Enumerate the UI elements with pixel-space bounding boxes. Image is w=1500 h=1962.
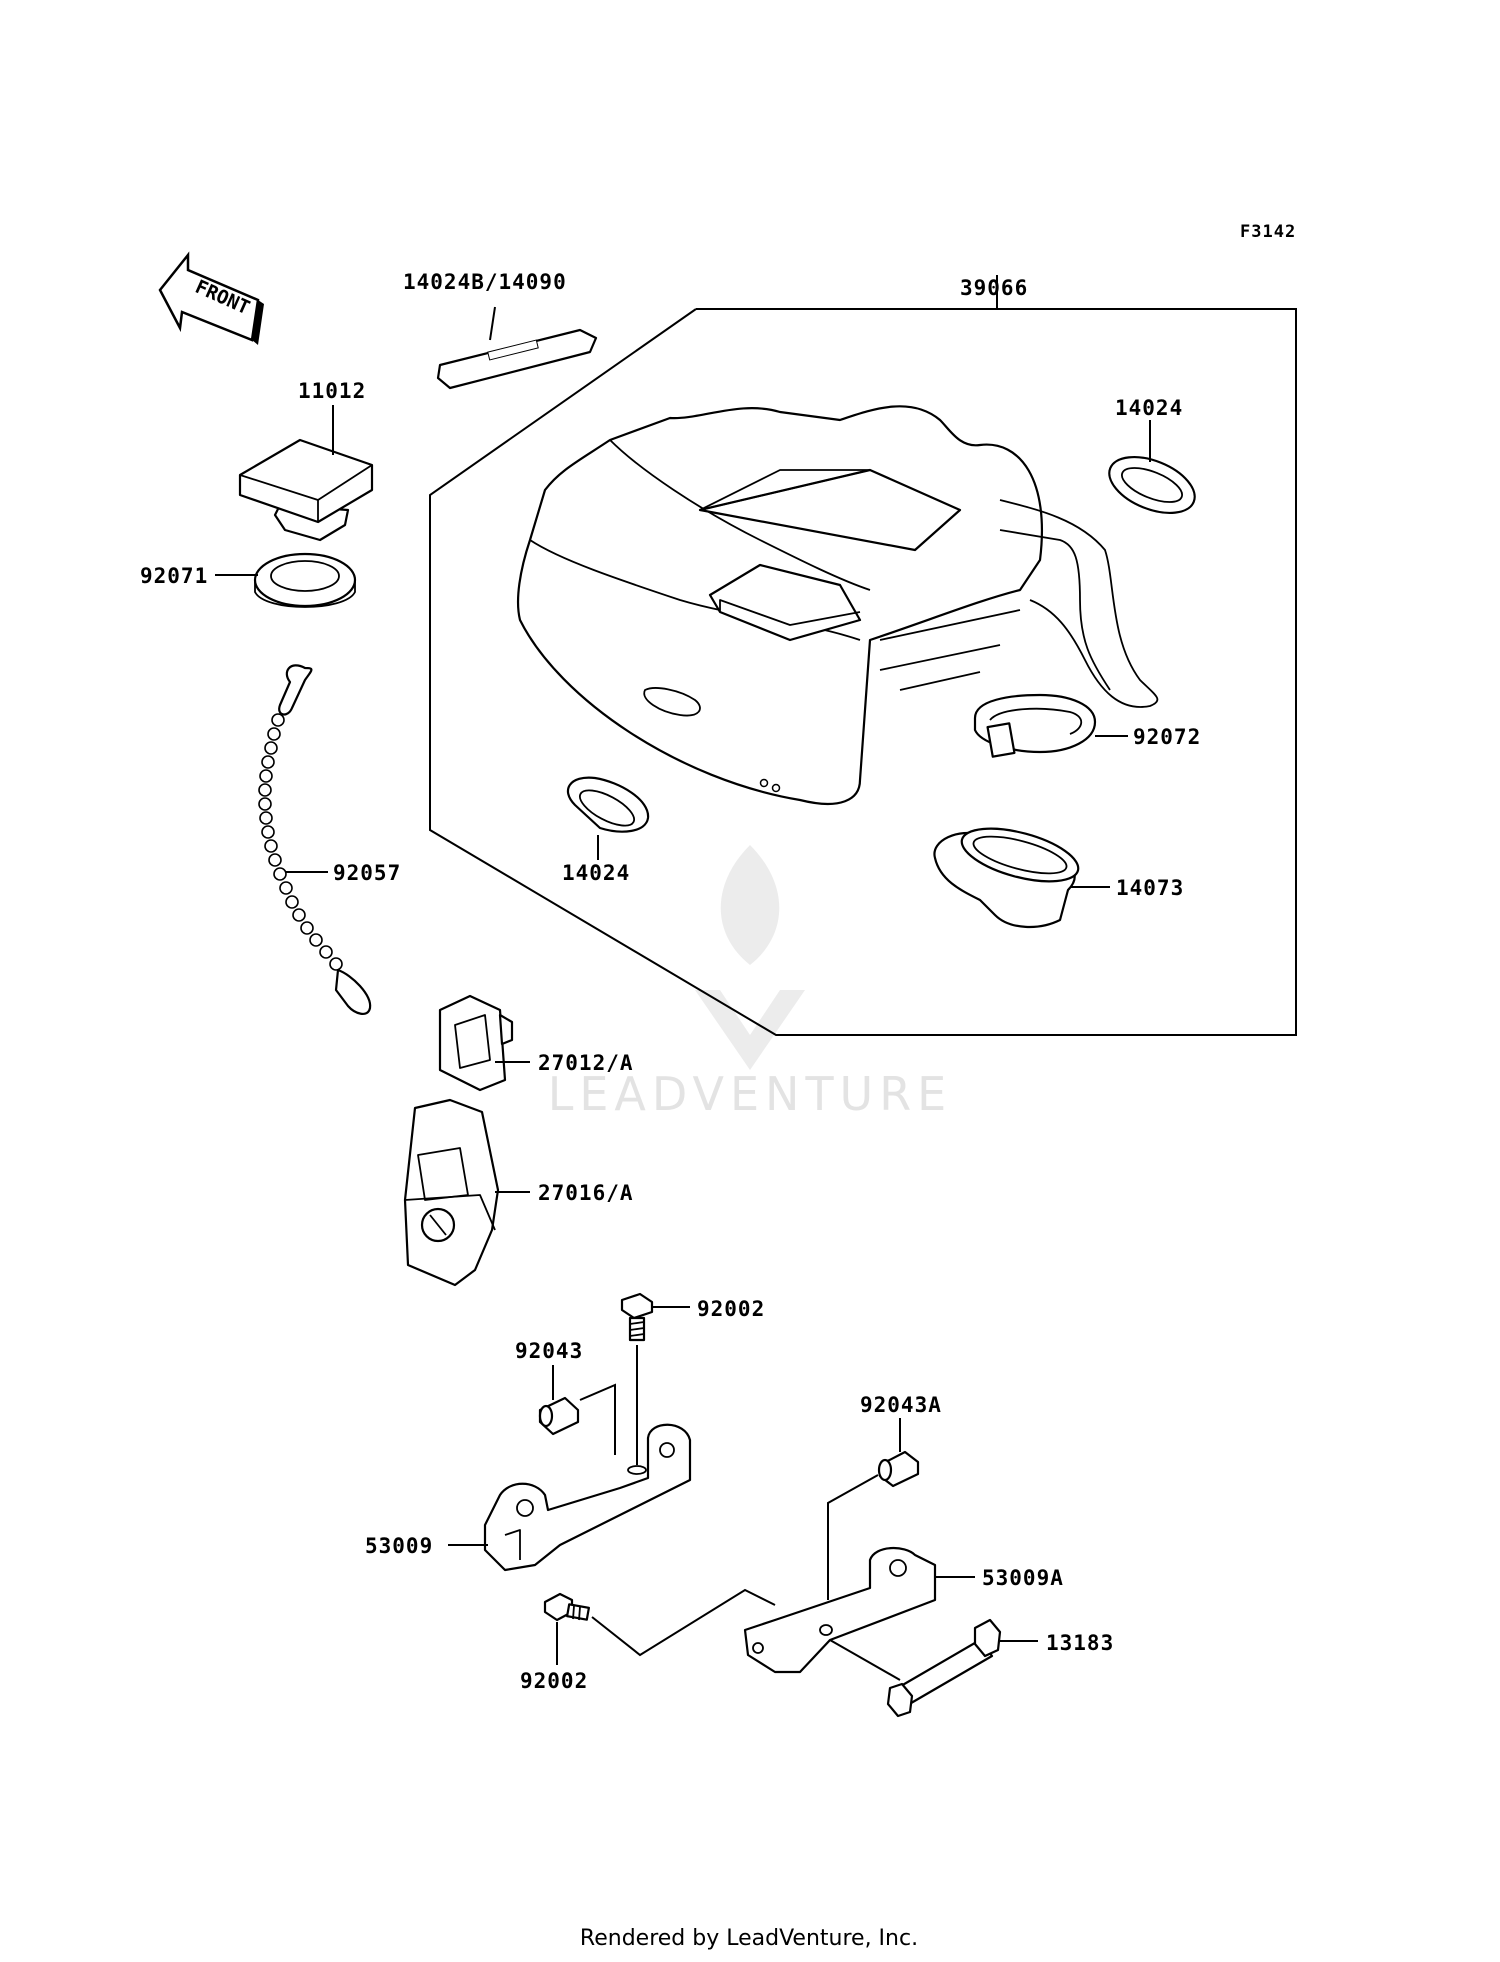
decal-part bbox=[436, 328, 598, 390]
band-clamp-part bbox=[973, 693, 1097, 758]
label-92071: 92071 bbox=[140, 564, 208, 588]
main-cover-part bbox=[516, 405, 1159, 805]
long-bolt-part bbox=[886, 1618, 1002, 1718]
duct-part bbox=[933, 827, 1080, 929]
footer-credit: Rendered by LeadVenture, Inc. bbox=[580, 1926, 918, 1951]
label-92002-upper: 92002 bbox=[697, 1297, 765, 1321]
front-arrow-icon: FRONT bbox=[158, 251, 264, 345]
label-92072: 92072 bbox=[1133, 725, 1201, 749]
label-11012: 11012 bbox=[298, 379, 366, 403]
label-13183: 13183 bbox=[1046, 1631, 1114, 1655]
label-14024B-14090: 14024B/14090 bbox=[403, 270, 567, 294]
switch-part bbox=[438, 994, 514, 1092]
label-92057: 92057 bbox=[333, 861, 401, 885]
cap-part bbox=[238, 438, 374, 542]
label-27012A: 27012/A bbox=[538, 1051, 634, 1075]
label-92043: 92043 bbox=[515, 1339, 583, 1363]
label-92043A: 92043A bbox=[860, 1393, 942, 1417]
label-14024-upper: 14024 bbox=[1115, 396, 1183, 420]
bolt-lower-part bbox=[543, 1592, 590, 1622]
watermark: LEADVENTURE bbox=[548, 845, 953, 1121]
bolt-upper-part bbox=[620, 1292, 654, 1342]
switch-housing-part bbox=[403, 1098, 500, 1287]
bracket-part bbox=[483, 1423, 692, 1572]
label-14024-lower: 14024 bbox=[562, 861, 630, 885]
pin-a-part bbox=[877, 1450, 920, 1488]
bracket-a-part bbox=[743, 1547, 937, 1674]
grommet-lower-part bbox=[566, 776, 650, 833]
bead-chain-part bbox=[258, 664, 372, 1015]
label-14073: 14073 bbox=[1116, 876, 1184, 900]
label-53009A: 53009A bbox=[982, 1566, 1064, 1590]
assembly-box-outline bbox=[429, 308, 1297, 1036]
pin-part bbox=[538, 1396, 580, 1436]
label-39066: 39066 bbox=[960, 276, 1028, 300]
label-27016A: 27016/A bbox=[538, 1181, 634, 1205]
watermark-text: LEADVENTURE bbox=[548, 1067, 953, 1121]
grommet-upper-part bbox=[1108, 455, 1196, 515]
label-53009: 53009 bbox=[365, 1534, 433, 1558]
leader-14024B bbox=[489, 306, 496, 341]
figure-code: F3142 bbox=[1240, 222, 1296, 242]
ring-part bbox=[253, 552, 357, 608]
label-92002-lower: 92002 bbox=[520, 1669, 588, 1693]
